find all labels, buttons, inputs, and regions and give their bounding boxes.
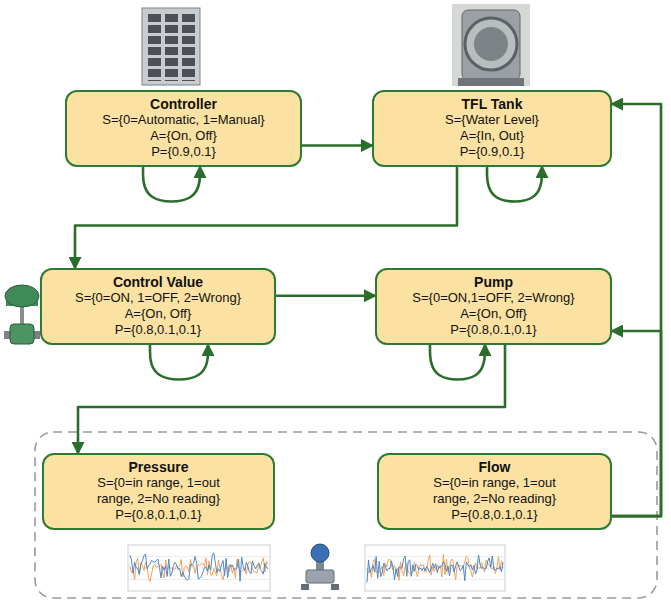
transition-arrow	[75, 167, 457, 268]
state-box: ControllerS={0=Automatic, 1=Manual}A={On…	[65, 90, 302, 167]
transmitter-port	[301, 584, 309, 590]
node-text: S={0=in range, 1=out range, 2=No reading…	[387, 475, 602, 507]
transition-arrow	[612, 104, 661, 516]
node-text: A={On, Off}	[50, 306, 266, 322]
node-text: S={0=ON, 1=OFF, 2=Wrong}	[50, 290, 266, 306]
node-title: Pressure	[52, 459, 265, 475]
state-box: TFL TankS={Water Level}A={In, Out}P={0.9…	[372, 90, 612, 167]
node-text: P={0.8,0.1,0.1}	[385, 322, 602, 338]
transmitter-flange	[306, 570, 334, 583]
transmitter-head	[311, 544, 329, 562]
node-text: A={In, Out}	[382, 128, 602, 144]
valve-stem	[20, 306, 24, 326]
valve-body	[10, 324, 34, 344]
tank-photo-ground	[452, 4, 530, 86]
plot-frame	[365, 545, 505, 591]
plot-frame	[128, 545, 270, 591]
node-text: A={On, Off}	[385, 306, 602, 322]
transition-arrow	[612, 331, 661, 516]
tank-base	[458, 78, 524, 86]
controller-cabinet-icon	[142, 8, 200, 85]
node-title: TFL Tank	[382, 96, 602, 112]
signal-trace	[367, 555, 503, 583]
node-text: P={0.9,0.1}	[75, 144, 292, 160]
transition-arrow	[487, 167, 542, 202]
state-box: Control ValueS={0=ON, 1=OFF, 2=Wrong}A={…	[40, 268, 276, 345]
tank-body	[462, 10, 520, 80]
tank-flange	[465, 18, 517, 70]
signal-plot	[128, 545, 270, 591]
plot-grid	[365, 579, 505, 580]
node-text: S={0=Automatic, 1=Manual}	[75, 112, 292, 128]
state-box: PumpS={0=ON,1=OFF, 2=Wrong}A={On, Off}P=…	[375, 268, 612, 345]
node-text: P={0.8,0.1,0.1}	[387, 507, 602, 523]
valve-icon	[4, 285, 40, 344]
cabinet-modules	[146, 12, 197, 81]
node-title: Controller	[75, 96, 292, 112]
plot-grid	[128, 556, 270, 557]
node-title: Flow	[387, 459, 602, 475]
state-box: FlowS={0=in range, 1=out range, 2=No rea…	[377, 453, 612, 530]
node-text: S={0=in range, 1=out range, 2=No reading…	[52, 475, 265, 507]
signal-plot	[365, 545, 505, 591]
cabinet-body	[142, 8, 200, 85]
transmitter-icon	[301, 544, 339, 590]
node-title: Pump	[385, 274, 602, 290]
node-text: S={0=ON,1=OFF, 2=Wrong}	[385, 290, 602, 306]
signal-trace	[130, 558, 268, 582]
transition-arrow	[143, 167, 200, 202]
node-text: P={0.8,0.1,0.1}	[52, 507, 265, 523]
node-text: P={0.9,0.1}	[382, 144, 602, 160]
tank-icon	[452, 4, 530, 86]
node-title: Control Value	[50, 274, 266, 290]
node-text: A={On, Off}	[75, 128, 292, 144]
sensor-group-outline	[35, 432, 657, 598]
tank-port	[474, 27, 508, 61]
transition-arrow	[276, 294, 375, 297]
valve-actuator-top	[5, 285, 39, 307]
transition-arrow	[430, 345, 485, 380]
signal-trace	[130, 553, 268, 581]
transition-arrow	[78, 345, 505, 453]
transition-arrow	[150, 345, 208, 380]
plot-grid	[365, 556, 505, 557]
transition-arrow	[302, 144, 372, 147]
node-text: S={Water Level}	[382, 112, 602, 128]
transmitter-port	[331, 584, 339, 590]
node-text: P={0.8,0.1,0.1}	[50, 322, 266, 338]
state-box: PressureS={0=in range, 1=out range, 2=No…	[42, 453, 275, 530]
